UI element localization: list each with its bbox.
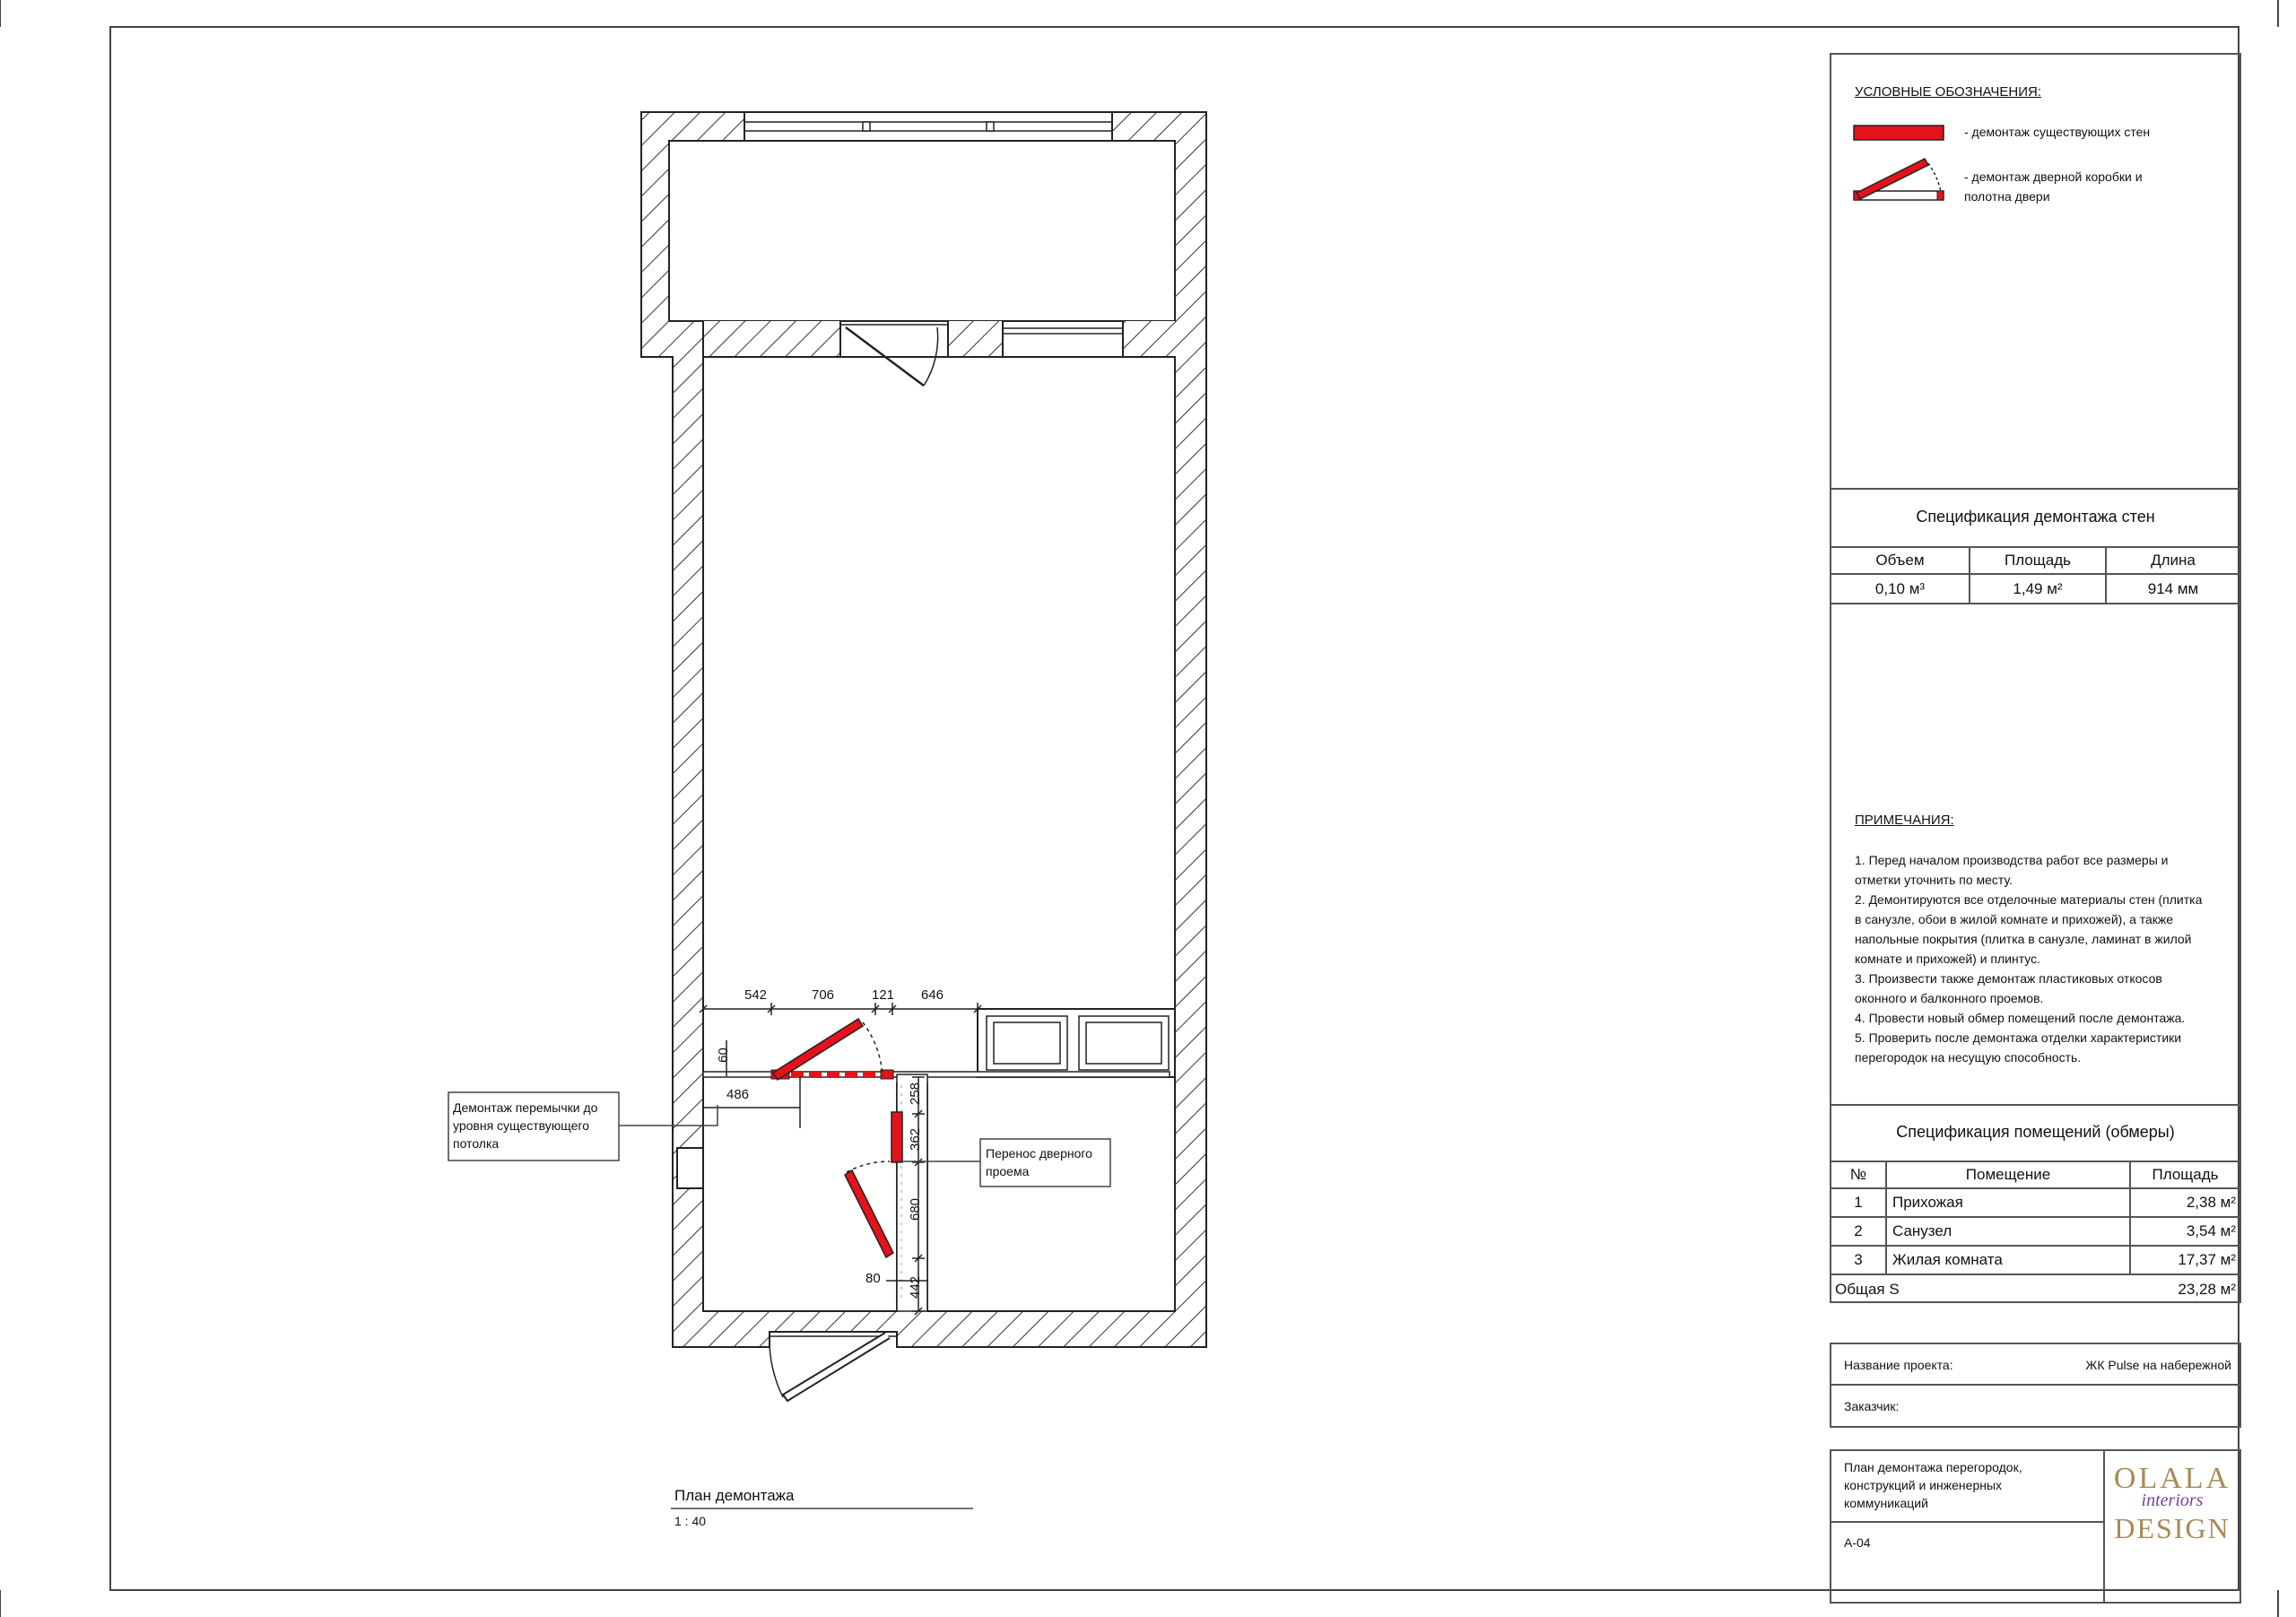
wall-spec-header-volume: Объем	[1875, 552, 1925, 569]
dim-542: 542	[744, 987, 768, 1003]
plan-scale: 1 : 40	[674, 1514, 707, 1528]
legend-door-label: - демонтаж дверной коробки и полотна две…	[1964, 170, 2143, 204]
callout-door-move: Перенос дверного проема	[986, 1146, 1092, 1178]
dimension-lines	[699, 1003, 982, 1316]
legend-title: УСЛОВНЫЕ ОБОЗНАЧЕНИЯ:	[1855, 84, 2042, 100]
callout-box-door	[979, 1138, 1111, 1187]
dim-646: 646	[921, 987, 944, 1003]
plan-title: План демонтажа	[674, 1487, 795, 1504]
room-name: Прихожая	[1892, 1194, 1963, 1211]
note-line: 3. Произвести также демонтаж пластиковых…	[1855, 971, 2162, 986]
notes-title: ПРИМЕЧАНИЯ:	[1855, 813, 1954, 828]
wall-niche	[676, 1147, 704, 1189]
note-line: оконного и балконного проемов.	[1855, 991, 2044, 1005]
room-window	[1002, 320, 1124, 358]
company-logo: OLALA interiors DESIGN	[2104, 1462, 2240, 1569]
notes-list: 1. Перед началом производства работ все …	[1855, 850, 2202, 1067]
wall-spec-title: Спецификация демонтажа стен	[1916, 508, 2155, 526]
dim-362: 362	[908, 1127, 924, 1152]
sheet-frame	[109, 26, 2239, 1591]
dim-706: 706	[812, 987, 835, 1003]
wall-spec-length: 914 мм	[2147, 580, 2199, 597]
legend-walls-label: - демонтаж существующих стен	[1964, 125, 2151, 139]
sheet-description: План демонтажа перегородок, конструкций …	[1844, 1460, 2022, 1510]
room-area: 2,38 м²	[2186, 1194, 2236, 1211]
balcony-door	[839, 320, 949, 387]
callout-box-lintel	[448, 1091, 620, 1161]
wall-spec-area: 1,49 м²	[2013, 580, 2063, 597]
room-spec-title: Спецификация помещений (обмеры)	[1896, 1123, 2175, 1141]
note-line: 4. Провести новый обмер помещений после …	[1855, 1011, 2186, 1025]
room-area: 3,54 м²	[2186, 1222, 2236, 1239]
note-line: перегородок на несущую способность.	[1855, 1050, 2082, 1065]
room-spec-header-no: №	[1849, 1166, 1867, 1183]
note-line: отметки уточнить по месту.	[1855, 873, 2013, 887]
room-area: 17,37 м²	[2178, 1251, 2236, 1268]
sheet-code: А-04	[1844, 1535, 1871, 1550]
room-name: Санузел	[1892, 1222, 1952, 1239]
dim-60: 60	[715, 1048, 731, 1063]
project-name-label: Название проекта:	[1844, 1358, 1953, 1372]
note-line: 5. Проверить после демонтажа отделки хар…	[1855, 1030, 2182, 1045]
note-line: в санузле, обои в жилой комнате и прихож…	[1855, 912, 2174, 926]
dim-442: 442	[908, 1275, 924, 1300]
entrance-door	[769, 1331, 897, 1403]
total-area-label: Общая S	[1835, 1281, 1900, 1298]
total-area-value: 23,28 м²	[2178, 1281, 2236, 1298]
note-line: 2. Демонтируются все отделочные материал…	[1855, 892, 2203, 907]
note-line: комнате и прихожей) и плинтус.	[1855, 952, 2041, 966]
dim-680: 680	[908, 1197, 924, 1221]
wall-spec-header-area: Площадь	[2004, 552, 2071, 569]
demolition-elements	[770, 1017, 903, 1259]
wall-spec-header-length: Длина	[2151, 552, 2196, 569]
dim-486: 486	[726, 1087, 750, 1102]
title-block-frames	[1830, 53, 2241, 1604]
room-name: Жилая комната	[1892, 1251, 2003, 1268]
room-no: 1	[1854, 1194, 1863, 1211]
legend-wall-swatch	[1853, 125, 1944, 141]
logo-script: interiors	[2141, 1491, 2204, 1510]
legend-door-swatch	[1853, 158, 1944, 201]
room-no: 2	[1854, 1222, 1863, 1239]
dim-258: 258	[908, 1082, 924, 1106]
room-no: 3	[1854, 1251, 1863, 1268]
balcony-window	[744, 111, 1113, 142]
wall-spec-volume: 0,10 м³	[1874, 580, 1926, 597]
logo-bottom: DESIGN	[2114, 1512, 2231, 1544]
logo-top: OLALA	[2113, 1462, 2231, 1495]
client-label: Заказчик:	[1844, 1399, 1900, 1413]
note-line: 1. Перед началом производства работ все …	[1855, 853, 2169, 867]
dim-121: 121	[872, 987, 895, 1003]
room-spec-header-area: Площадь	[2152, 1166, 2219, 1183]
note-line: напольные покрытия (плитка в санузле, ла…	[1855, 932, 2192, 946]
callout-lintel: Демонтаж перемычки до уровня существующе…	[453, 1100, 598, 1151]
project-name-value: ЖК Pulse на набережной	[2085, 1358, 2231, 1372]
room-spec-header-room: Помещение	[1965, 1166, 2051, 1183]
dim-80: 80	[865, 1271, 881, 1286]
